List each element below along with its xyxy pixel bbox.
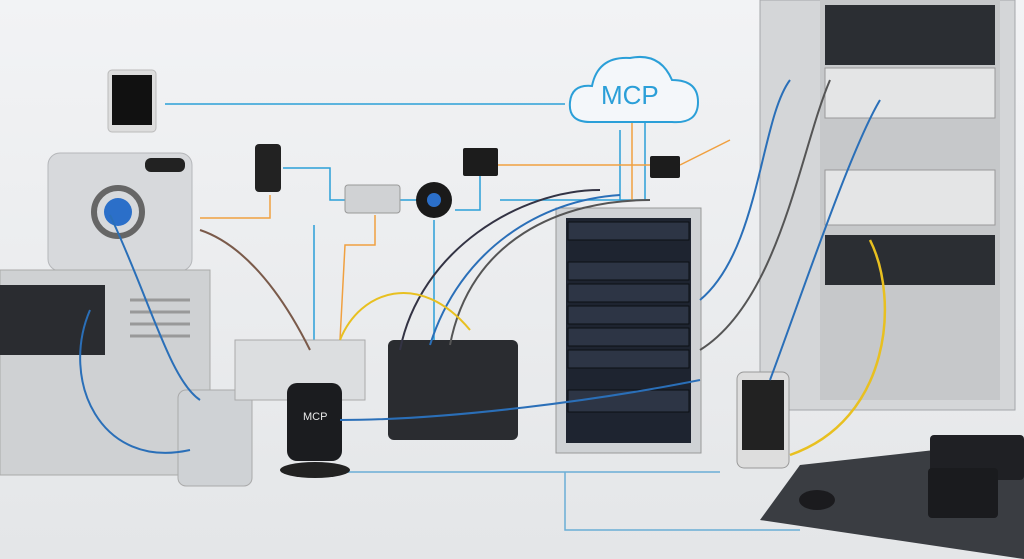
connector-lines (165, 103, 650, 340)
cables (79, 79, 887, 457)
small-box (463, 148, 498, 176)
cloud-icon (568, 56, 700, 124)
black-box (928, 468, 998, 518)
cloud-label: MCP (601, 80, 659, 110)
mcp-stand-device (287, 383, 342, 461)
puck-device (799, 490, 835, 510)
phone-device (255, 144, 281, 192)
stand-device-label: MCP (303, 411, 328, 423)
floor-connector-line (564, 472, 800, 531)
small-switch (344, 184, 401, 214)
small-box (650, 156, 680, 178)
orange-lines (200, 120, 731, 341)
router-box (388, 340, 518, 440)
speaker-device (177, 389, 253, 487)
